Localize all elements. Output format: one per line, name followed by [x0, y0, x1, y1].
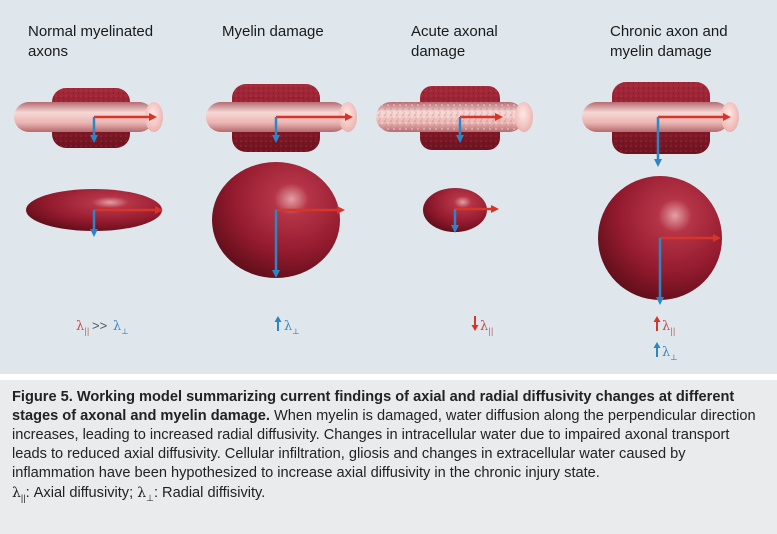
axon-tube [14, 102, 154, 132]
svg-text:>>: >> [92, 318, 107, 333]
normal-axon [14, 88, 163, 148]
myelin-damage-diffusion-ellipsoid [212, 162, 345, 278]
column-title-myelin-damage: Myelin damage [222, 23, 324, 40]
myelin-damage-axon [206, 84, 357, 152]
svg-text:λ: λ [662, 319, 670, 334]
chronic-diffusion-ellipsoid [598, 176, 722, 305]
acute-axonal-diffusion-ellipsoid [423, 188, 499, 233]
label-chronic: λ || λ ⊥ [653, 316, 678, 362]
svg-text:λ: λ [480, 319, 488, 334]
label-acute-axonal: λ || [471, 316, 493, 336]
caption-paragraph: Figure 5. Working model summarizing curr… [12, 388, 765, 483]
acute-axonal-axon [376, 86, 533, 150]
svg-text:λ: λ [113, 319, 121, 334]
svg-text:⊥: ⊥ [292, 327, 300, 336]
caption-body: When myelin is damaged, water diffusion … [12, 408, 756, 481]
svg-text:⊥: ⊥ [670, 353, 678, 362]
label-normal: λ || >> λ ⊥ [76, 318, 129, 336]
svg-text:⊥: ⊥ [121, 327, 129, 336]
svg-text:||: || [488, 327, 493, 336]
svg-text:λ: λ [76, 319, 84, 334]
svg-text:λ: λ [662, 345, 670, 360]
svg-text:||: || [670, 327, 675, 336]
svg-text:λ: λ [284, 319, 292, 334]
normal-diffusion-ellipsoid [26, 189, 163, 237]
caption-title: Figure 5. Working model summarizing curr… [12, 389, 735, 424]
chronic-axon [582, 82, 739, 167]
label-myelin-damage: λ ⊥ [274, 316, 300, 336]
caption-legend: λ||: Axial diffusivity; λ⊥: Radial diffi… [12, 485, 266, 503]
diffusivity-diagram: λ || >> λ ⊥ λ ⊥ λ || λ || λ ⊥ [14, 82, 739, 362]
svg-text:||: || [84, 327, 89, 336]
figure-caption: Figure 5. Working model summarizing curr… [0, 380, 777, 534]
